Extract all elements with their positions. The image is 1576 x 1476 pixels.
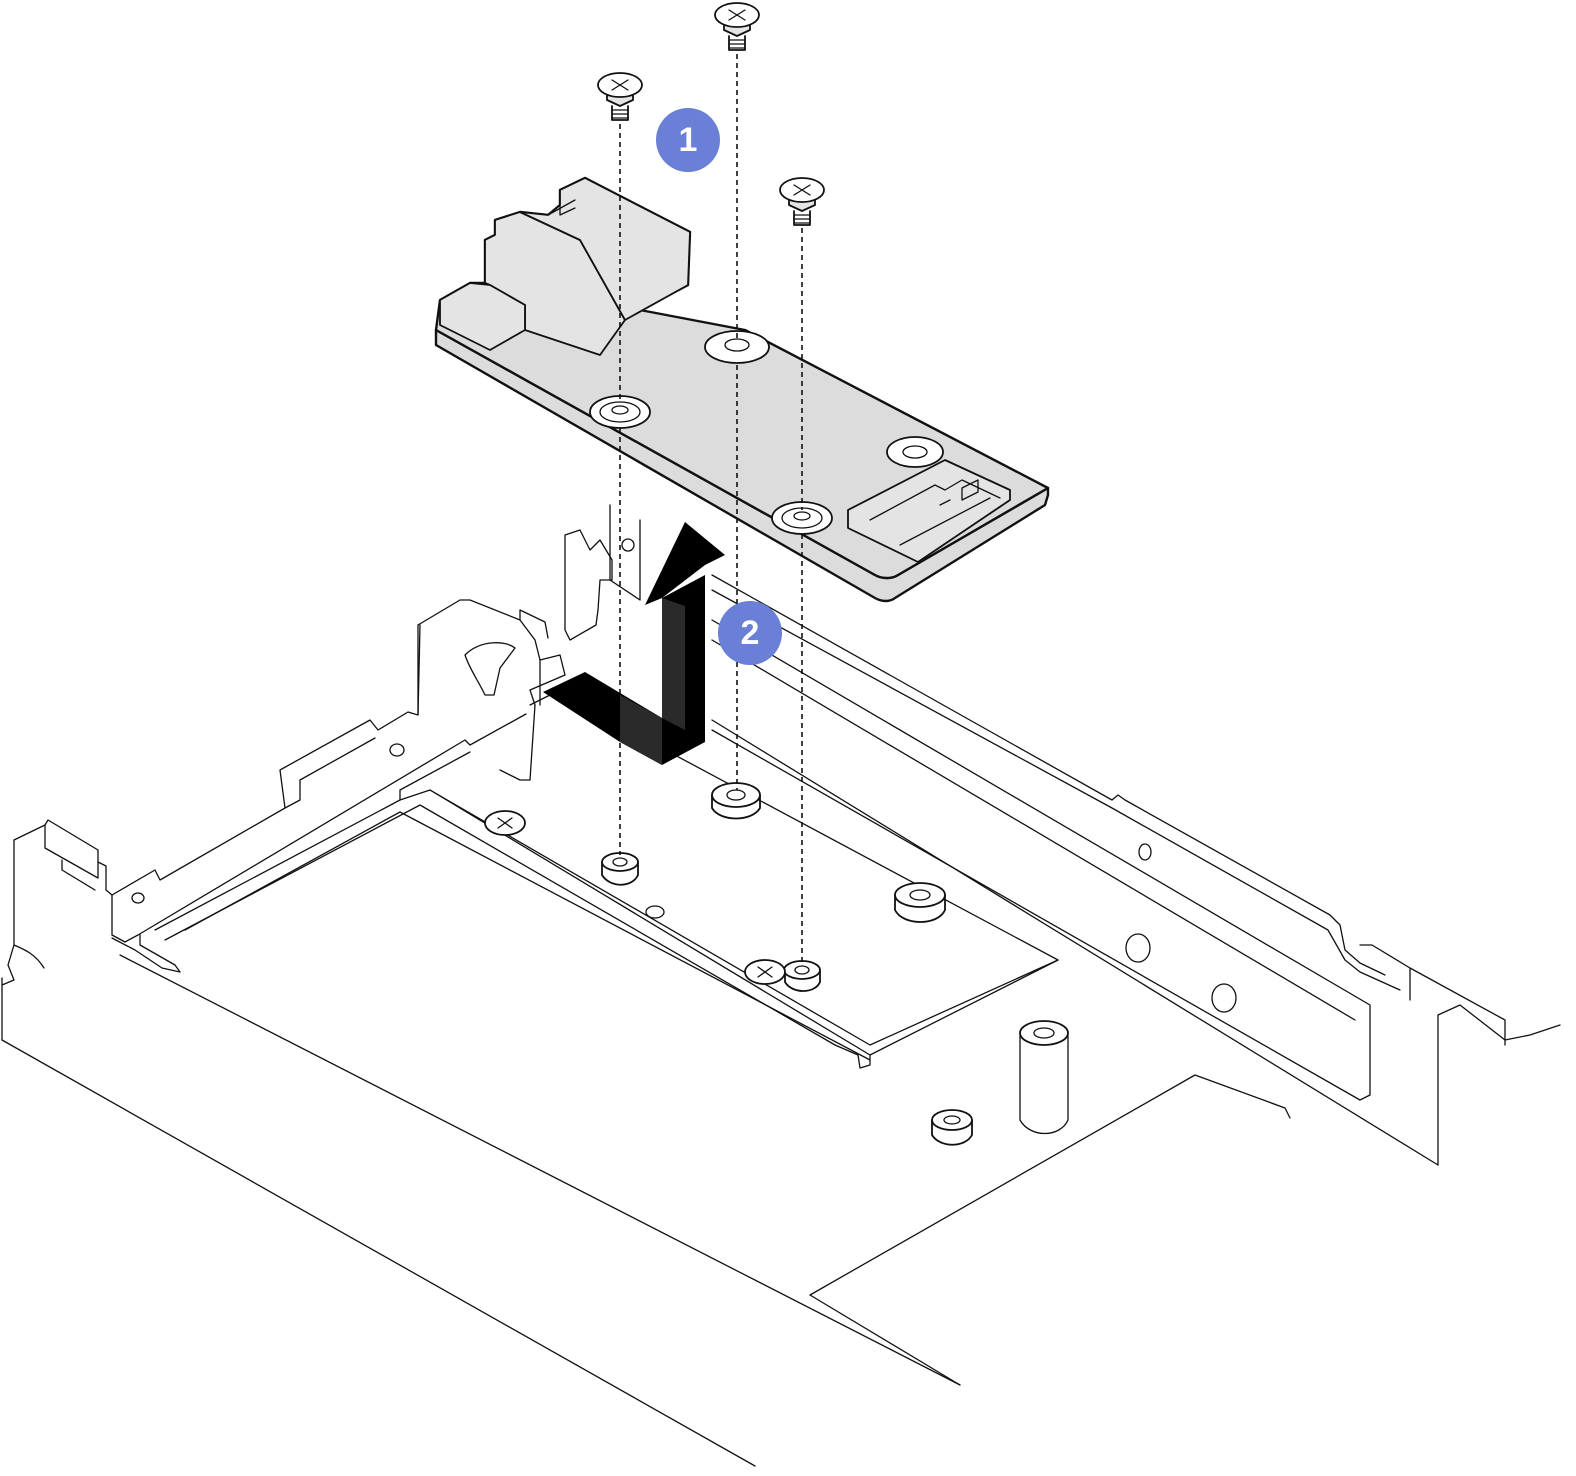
right-lower-edge [711, 719, 1439, 1166]
inner-plate-edge [184, 811, 871, 1061]
left-rail-hole [389, 743, 405, 757]
floor-screw-1 [484, 810, 526, 836]
board-hole-2 [704, 330, 770, 364]
standoff-left [601, 852, 639, 886]
standoff-center [894, 882, 946, 923]
left-wall-curve [13, 944, 45, 969]
pcb-plate [429, 714, 1059, 1046]
right-rail-mid [711, 589, 1401, 991]
chassis-tray [1, 504, 1561, 1467]
right-end-wall [1437, 1004, 1506, 1166]
callout-2-circle [718, 601, 782, 665]
chassis-outer-edge [1, 1039, 756, 1467]
tall-post-hole [1033, 1027, 1055, 1039]
tall-post-top [1019, 1020, 1069, 1046]
chassis-inner-edge [119, 954, 961, 1386]
standoff-front [783, 960, 821, 992]
callout-1-label: 1 [679, 121, 698, 159]
right-rail-hole [1138, 843, 1152, 861]
right-rail-top [711, 574, 1386, 976]
chassis-floor-step [809, 1074, 1291, 1296]
left-wall-hole [131, 892, 145, 904]
rivet-1 [1125, 933, 1151, 963]
small-hole [645, 905, 665, 919]
interposer-board [434, 176, 1050, 603]
left-wall-clip [44, 824, 99, 879]
screw-3 [779, 177, 825, 226]
board-hole-1 [589, 395, 651, 429]
left-rail-lower [124, 713, 527, 943]
standoff-back [711, 782, 761, 820]
lift-arrow-icon [543, 522, 725, 765]
callout-2: 2 [718, 601, 782, 665]
tall-post [1019, 1034, 1069, 1134]
standoff-posts [601, 782, 1069, 1146]
lift-arrow-head [645, 522, 725, 605]
bracket-cutout [464, 642, 516, 696]
standoff-icon [931, 1109, 973, 1146]
left-wall-bracket [1, 819, 126, 986]
right-rail-channel [711, 619, 1371, 1101]
pcb-plate-front [869, 959, 1059, 1056]
board-hole-3 [771, 501, 833, 535]
side-connector [847, 459, 1011, 563]
left-rail-step [284, 737, 376, 809]
right-rail-channel-inner [711, 639, 1356, 1021]
rivet-2 [1211, 983, 1237, 1013]
chassis-floor-left [809, 1294, 961, 1386]
screw-icon [597, 72, 643, 121]
left-wall-clip-inner [61, 859, 96, 891]
screw-2 [714, 2, 760, 51]
side-connector-detail [869, 479, 1001, 546]
right-rail-end [1359, 944, 1561, 1041]
floor-screw-2 [744, 959, 786, 985]
callout-1: 1 [656, 108, 720, 172]
bracket-tab [519, 609, 549, 639]
connector-tab [439, 282, 526, 351]
center-bracket [417, 599, 566, 781]
alignment-lines [619, 54, 803, 965]
lift-arrow-shaft-side [662, 598, 685, 730]
latch-plate [564, 529, 613, 641]
left-rail-hook [111, 934, 181, 973]
connector-notch [547, 199, 576, 216]
post-plate [609, 504, 641, 601]
post-plate-hole [621, 538, 635, 552]
inner-rail-back [399, 751, 471, 801]
left-rail-upper [111, 624, 421, 896]
lift-arrow-bend [620, 695, 662, 765]
inner-rail [154, 789, 871, 1069]
callout-2-label: 2 [741, 614, 760, 652]
side-connector-slot [961, 479, 979, 501]
callout-1-circle [656, 108, 720, 172]
board-hole-4 [886, 436, 944, 468]
